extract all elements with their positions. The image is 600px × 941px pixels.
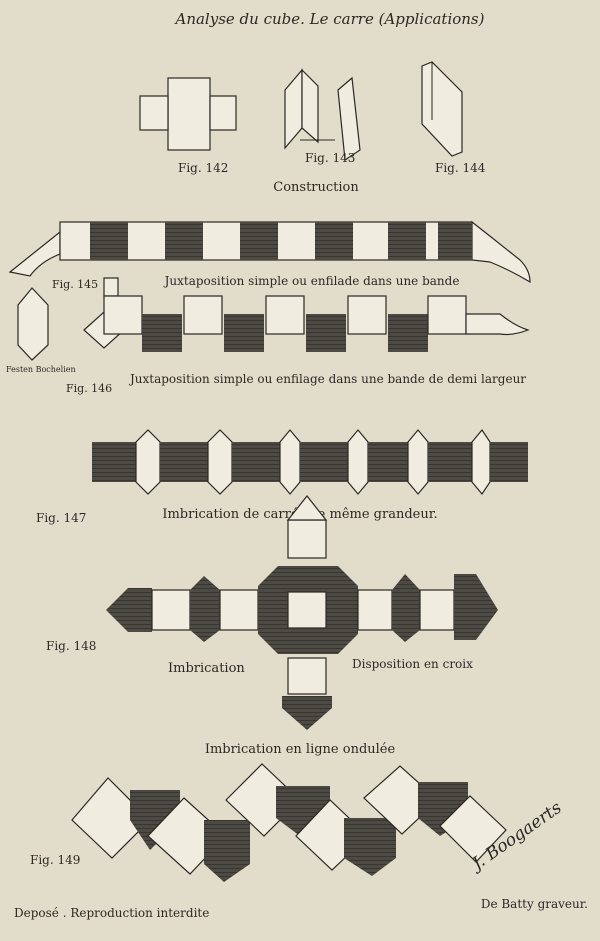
plate-title: Analyse du cube. Le carre (Applications) [174, 10, 485, 28]
imbrication-label: Imbrication [168, 661, 245, 676]
fig147-drawing [92, 428, 528, 496]
fig145-band [8, 220, 531, 284]
fig144-label: Fig. 144 [435, 161, 486, 175]
fig144-drawing [421, 61, 463, 157]
fig142-drawing [139, 77, 237, 151]
festen-label: Festen Bochelien [6, 365, 76, 374]
fig146-band [17, 277, 530, 361]
footer-right: De Batty graveur. [481, 897, 588, 911]
fig146-label: Fig. 146 [66, 382, 112, 395]
fig149-label: Fig. 149 [30, 853, 80, 867]
fig149-drawing [71, 763, 507, 882]
fig143-drawing [284, 68, 361, 162]
construction-label: Construction [273, 180, 359, 195]
fig148-label: Fig. 148 [46, 639, 96, 653]
footer-left: Deposé . Reproduction interdite [14, 906, 209, 920]
disposition-label: Disposition en croix [352, 657, 473, 671]
fig142-label: Fig. 142 [178, 161, 228, 175]
fig145-label: Fig. 145 [52, 278, 98, 291]
wave-caption: Imbrication en ligne ondulée [205, 742, 396, 757]
fig143-label: Fig. 143 [305, 151, 355, 165]
fig147-label: Fig. 147 [36, 511, 86, 525]
fig145-caption: Juxtaposition simple ou enfilade dans un… [163, 274, 460, 288]
fig148-drawing [106, 495, 498, 730]
fig146-caption: Juxtaposition simple ou enfilage dans un… [128, 372, 526, 386]
